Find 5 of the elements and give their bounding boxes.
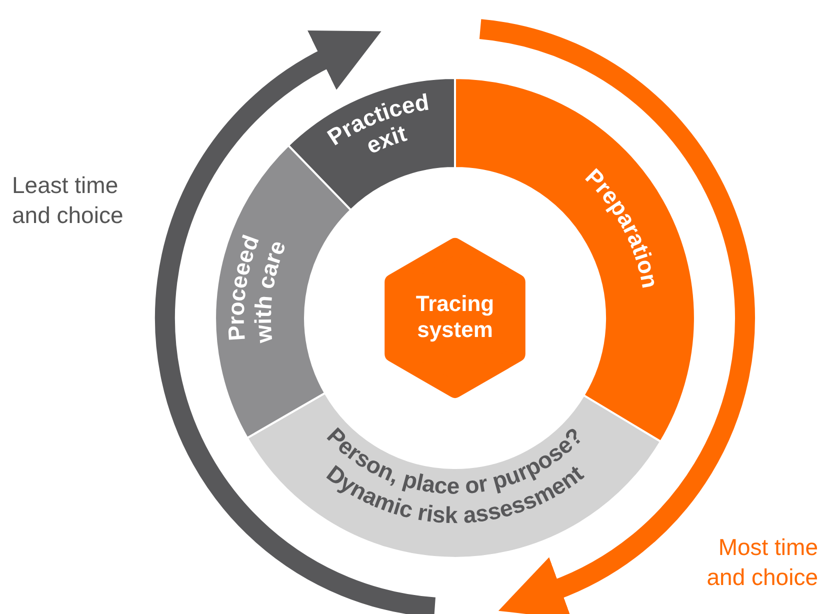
- ring-segment: [246, 392, 662, 559]
- node-label: Tracing system: [414, 291, 496, 343]
- side-note: Most time and choice: [706, 533, 818, 592]
- hexagon: [384, 238, 526, 398]
- side-note: Least time and choice: [12, 171, 124, 230]
